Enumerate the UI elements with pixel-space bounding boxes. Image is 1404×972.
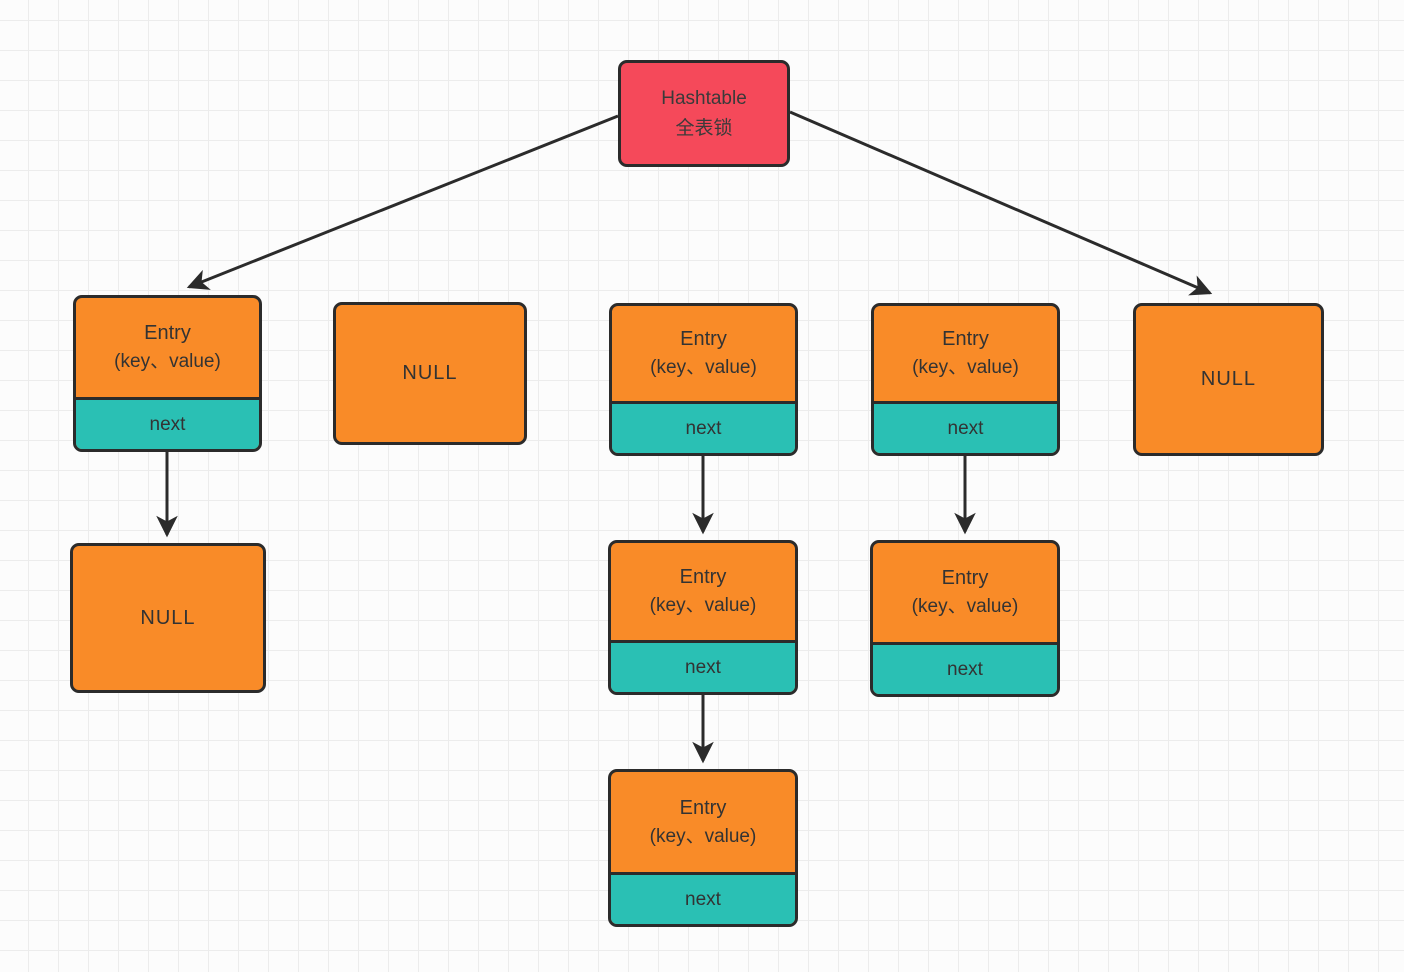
entry-next-field: next xyxy=(612,401,795,453)
entry-title: Entry xyxy=(942,328,989,351)
null-node-bucket0-child: NULL xyxy=(70,543,266,693)
entry-next-field: next xyxy=(874,401,1057,453)
entry-node-bucket2-child1: Entry (key、value) next xyxy=(608,540,798,695)
null-label: NULL xyxy=(1200,368,1257,390)
entry-subtitle: (key、value) xyxy=(114,351,221,373)
arrow-root-to-bucket4 xyxy=(789,110,1213,296)
entry-node-bucket0: Entry (key、value) next xyxy=(73,295,262,452)
null-node-bucket1: NULL xyxy=(333,302,527,445)
hashtable-root-node: Hashtable 全表锁 xyxy=(618,60,790,167)
entry-body: Entry (key、value) xyxy=(611,543,795,640)
entry-title: Entry xyxy=(680,328,727,351)
null-label: NULL xyxy=(402,362,458,384)
hashtable-root-subtitle: 全表锁 xyxy=(675,117,733,139)
entry-next-field: next xyxy=(76,397,259,449)
entry-node-bucket3-child1: Entry (key、value) next xyxy=(870,540,1060,697)
null-label: NULL xyxy=(140,606,196,629)
null-node-bucket4: NULL xyxy=(1133,303,1324,456)
entry-body: Entry (key、value) xyxy=(612,306,795,401)
entry-title: Entry xyxy=(941,567,989,590)
entry-next-field: next xyxy=(611,872,795,924)
entry-subtitle: (key、value) xyxy=(649,595,757,617)
entry-subtitle: (key、value) xyxy=(912,357,1019,379)
entry-subtitle: (key、value) xyxy=(650,357,757,379)
entry-subtitle: (key、value) xyxy=(911,596,1019,618)
arrow-root-to-bucket0 xyxy=(186,114,619,290)
entry-body: Entry (key、value) xyxy=(611,772,795,872)
entry-body: Entry (key、value) xyxy=(874,306,1057,401)
entry-body: Entry (key、value) xyxy=(76,298,259,397)
entry-subtitle: (key、value) xyxy=(649,825,757,847)
entry-title: Entry xyxy=(679,566,727,589)
entry-title: Entry xyxy=(679,796,727,819)
entry-body: Entry (key、value) xyxy=(873,543,1057,642)
entry-node-bucket3: Entry (key、value) next xyxy=(871,303,1060,456)
entry-next-field: next xyxy=(873,642,1057,694)
entry-next-field: next xyxy=(611,640,795,692)
hashtable-root-title: Hashtable xyxy=(661,88,747,110)
entry-title: Entry xyxy=(144,322,191,345)
entry-node-bucket2-child2: Entry (key、value) next xyxy=(608,769,798,927)
entry-node-bucket2: Entry (key、value) next xyxy=(609,303,798,456)
